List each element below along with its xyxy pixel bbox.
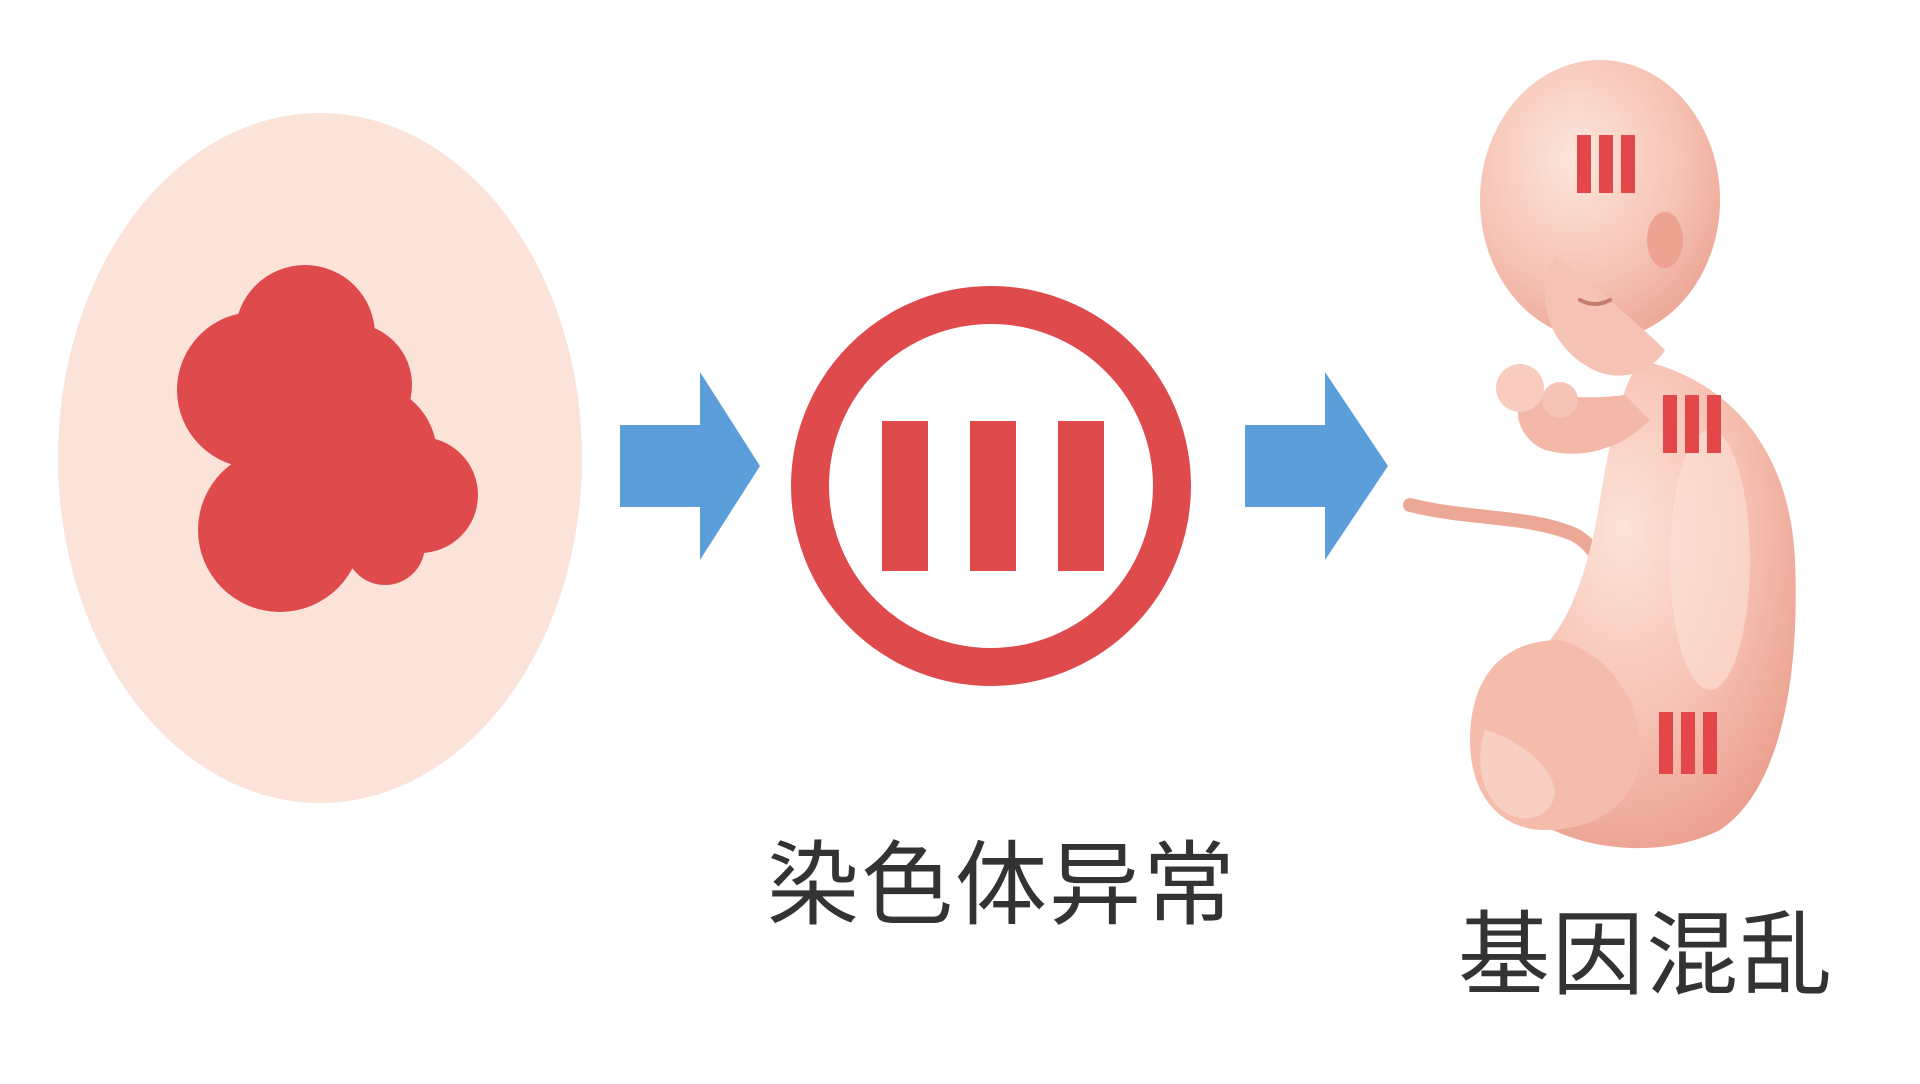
right-arrow-icon: [1245, 372, 1388, 560]
gene-marker: [1577, 135, 1635, 193]
chromosome-bar: [1058, 421, 1104, 571]
label-chromosome-abnormality: 染色体异常: [766, 832, 1238, 939]
fetus-eye: [1578, 298, 1612, 306]
fetus-face: [1545, 255, 1665, 376]
fetus-illustration: [1403, 60, 1796, 849]
fetus-foot: [1480, 730, 1555, 819]
chromosome-bar: [970, 421, 1016, 571]
fetus-head: [1480, 60, 1720, 340]
nucleus: [177, 265, 478, 612]
cell-with-nucleus-icon: [58, 113, 582, 803]
chromosome-ring-icon: [791, 286, 1191, 686]
fetus-hand: [1496, 364, 1544, 412]
fetus-hand: [1542, 382, 1578, 418]
right-arrow-icon: [620, 372, 760, 560]
gene-marker: [1663, 395, 1721, 453]
chromosome-bar: [882, 421, 928, 571]
fetus-ear: [1647, 212, 1683, 268]
label-gene-disorder: 基因混乱: [1457, 902, 1835, 1009]
fetus-highlight: [1670, 430, 1750, 690]
chromosome-ring: [791, 286, 1191, 686]
gene-marker: [1659, 712, 1717, 774]
